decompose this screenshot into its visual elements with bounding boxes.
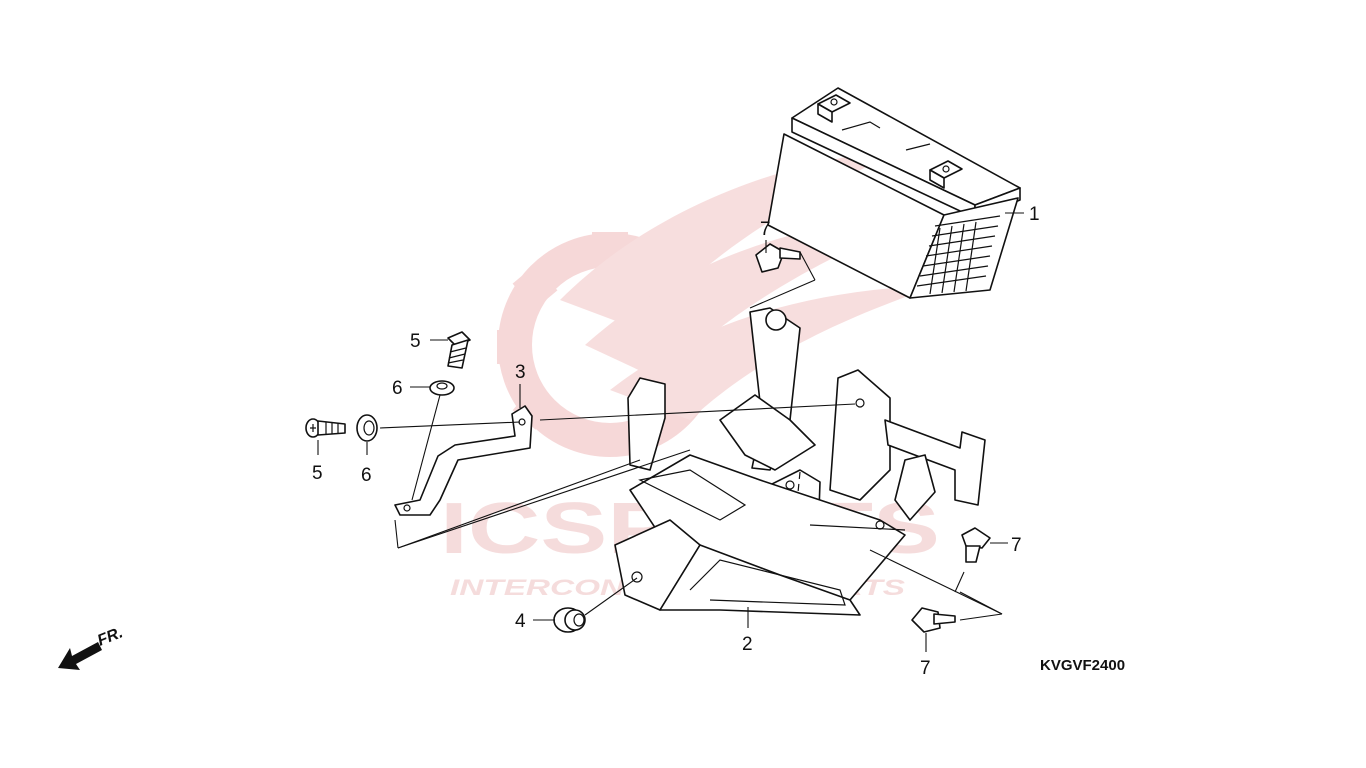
callout-6-upper: 6: [392, 378, 403, 399]
diagram-code: KVGVF2400: [1040, 657, 1125, 674]
callout-3: 3: [515, 362, 526, 383]
callout-5-lower: 5: [312, 463, 323, 484]
callout-2: 2: [742, 634, 753, 655]
battery: [767, 87, 1021, 299]
flange-bolt-right: [961, 527, 991, 563]
callout-1: 1: [1029, 204, 1040, 225]
flange-bolt-top: [755, 243, 801, 273]
callout-7-bottom: 7: [920, 658, 931, 679]
collar-lower: [356, 414, 378, 442]
callout-4: 4: [515, 611, 526, 632]
washer-upper: [429, 380, 455, 396]
callout-5-upper: 5: [410, 331, 421, 352]
front-direction-label: FR.: [95, 624, 125, 649]
flange-bolt-bottom: [911, 607, 956, 633]
front-direction-arrow-icon: [58, 642, 102, 670]
bolt-lower: [305, 418, 346, 438]
leader-lines: [317, 212, 1024, 652]
battery-case: [614, 307, 986, 616]
grommet: [553, 607, 586, 633]
callout-6-lower: 6: [361, 465, 372, 486]
callout-7-right: 7: [1011, 535, 1022, 556]
callout-7-top: 7: [760, 219, 771, 240]
bolt-upper: [447, 331, 471, 369]
